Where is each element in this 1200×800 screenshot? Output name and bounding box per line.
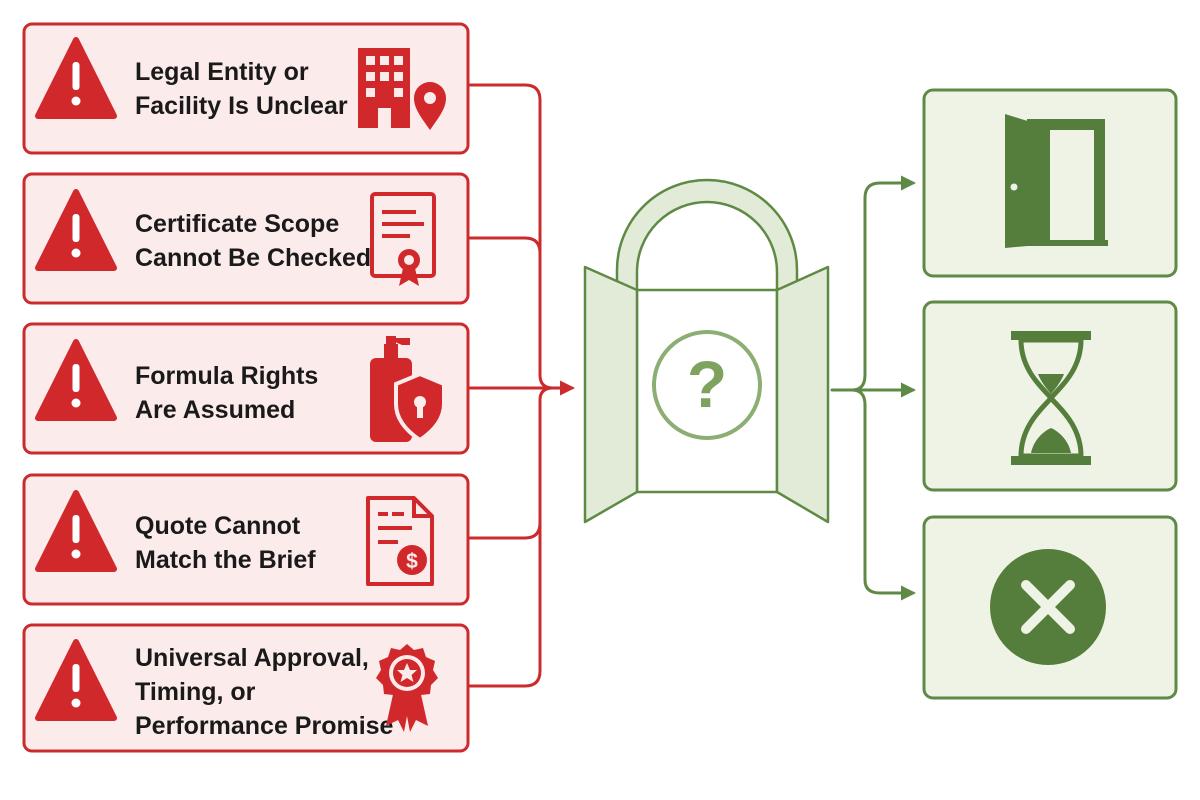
connector-outcome-3: [850, 388, 916, 601]
certificate-icon: [370, 192, 436, 286]
open-door-icon: [1005, 114, 1108, 248]
warning-icon: [35, 490, 117, 572]
warning-icon: [35, 37, 117, 119]
risk-label-line: Are Assumed: [135, 396, 295, 424]
risk-label-line: Performance Promise: [135, 712, 394, 740]
risk-label: Certificate Scope Cannot Be Checked: [135, 210, 371, 272]
bottle-shield-icon: [370, 336, 446, 443]
building-location-icon: [358, 48, 446, 130]
risk-connectors: [466, 83, 575, 688]
outcome-connectors: [830, 175, 916, 601]
warning-icon: [35, 189, 117, 271]
risk-box-frame: [22, 172, 470, 305]
risk-label-line: Quote Cannot: [135, 512, 301, 540]
outcome-box-3: [922, 515, 1178, 700]
risk-label-line: Universal Approval,: [135, 644, 369, 672]
svg-text:$: $: [406, 550, 418, 573]
risk-box-frame: [22, 322, 470, 455]
outcome-box-1: [922, 88, 1178, 278]
risk-box-5: Universal Approval, Timing, or Performan…: [22, 623, 470, 753]
risk-label-line: Certificate Scope: [135, 210, 339, 238]
gate-arch: [615, 178, 799, 292]
connector-risk-4: [466, 398, 542, 540]
risk-box-4: Quote Cannot Match the Brief $: [22, 473, 470, 606]
risk-box-1: Legal Entity or Facility Is Unclear: [22, 22, 470, 155]
risk-label: Formula Rights Are Assumed: [135, 362, 325, 424]
outcome-box-2: [922, 300, 1178, 492]
risk-box-2: Certificate Scope Cannot Be Checked: [22, 172, 470, 305]
risk-label-line: Timing, or: [135, 678, 256, 706]
x-circle-icon: [990, 549, 1106, 665]
risk-label-line: Formula Rights: [135, 362, 318, 390]
hourglass-icon: [1011, 331, 1091, 465]
risk-box-frame: [22, 473, 470, 606]
risk-label: Legal Entity or Facility Is Unclear: [135, 58, 348, 120]
award-badge-icon: [376, 644, 438, 732]
risk-box-3: Formula Rights Are Assumed: [22, 322, 470, 455]
risk-label-line: Legal Entity or: [135, 58, 309, 86]
question-mark-glyph: ?: [687, 347, 727, 421]
decision-gate: ?: [583, 178, 830, 524]
risk-label: Quote Cannot Match the Brief: [135, 512, 316, 574]
connector-risk-2: [466, 236, 542, 377]
warning-icon: [35, 339, 117, 421]
risk-label-line: Facility Is Unclear: [135, 92, 348, 120]
question-mark-icon: ?: [652, 330, 762, 440]
invoice-dollar-icon: $: [366, 496, 434, 586]
risk-label-line: Cannot Be Checked: [135, 244, 371, 272]
risk-box-frame: [22, 22, 470, 155]
warning-icon: [35, 639, 117, 721]
connector-outcome-1: [850, 175, 916, 392]
risk-label-line: Match the Brief: [135, 546, 316, 574]
risk-box-frame: [22, 623, 470, 753]
gate-right-door: [775, 265, 830, 524]
gate-left-door: [583, 265, 639, 524]
risk-label: Universal Approval, Timing, or Performan…: [135, 644, 394, 740]
